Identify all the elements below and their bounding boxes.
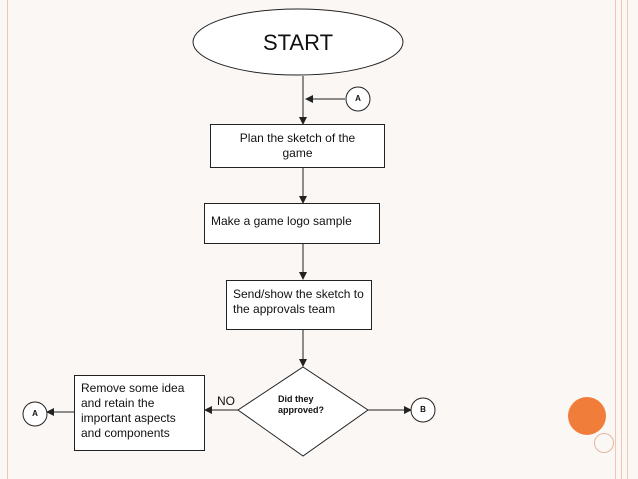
decision-question: Did they approved? [278,394,325,415]
frame-left-line [7,0,8,479]
connector-a-top-label: A [355,94,361,103]
step-logo-sample: Make a game logo sample [204,203,380,244]
step-send-sketch: Send/show the sketch to the approvals te… [226,280,372,330]
connector-b-right [410,397,436,423]
start-label: START [262,30,334,55]
connector-a-left [22,401,48,427]
connector-a-left-label: A [32,409,38,418]
outline-circle-decoration [594,433,614,453]
connector-b-label: B [420,405,426,414]
frame-right-line-3 [627,0,628,479]
frame-right-line-1 [615,0,616,479]
connector-a-top [345,86,371,112]
start-terminal [192,8,404,76]
orange-circle-decoration [568,397,606,435]
step-remove-ideas: Remove some idea and retain the importan… [74,375,205,451]
step-plan-sketch: Plan the sketch of the game [210,124,385,168]
frame-right-line-2 [621,0,622,479]
decision-diamond [237,366,369,457]
decision-no-label: NO [217,394,235,408]
